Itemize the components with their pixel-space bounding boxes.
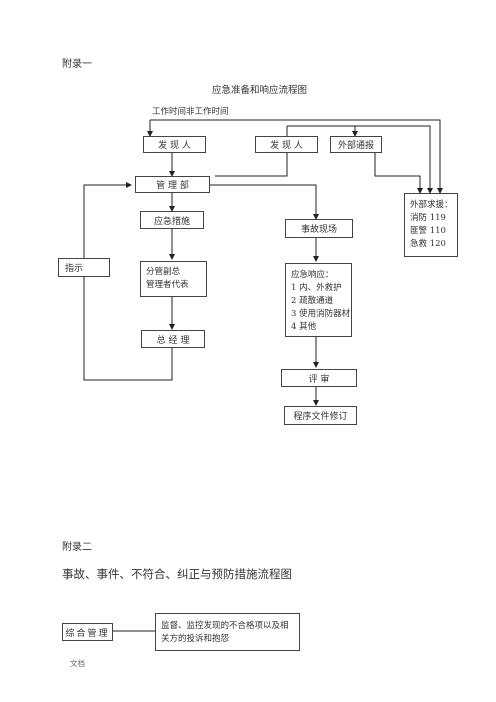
footer-text: 文档 [70, 659, 85, 668]
supervision-box: 监督、监控发现的不合格项以及相 关方的投诉和抱怨 [155, 613, 300, 651]
review-box: 评 审 [281, 369, 357, 387]
deputy-gm-line2: 管理者代表 [146, 280, 189, 290]
discoverer-right-box: 发 现 人 [255, 136, 318, 153]
instruct-box: 指示 [58, 258, 110, 277]
external-help-line: 急救 120 [410, 239, 446, 249]
discoverer-left-box: 发 现 人 [143, 136, 206, 153]
appendix2-label: 附录二 [62, 542, 92, 553]
procedure-revision-box: 程序文件修订 [284, 406, 357, 425]
emergency-response-line: 应急响应： [291, 270, 334, 280]
emergency-response-line: 4 其他 [291, 322, 317, 332]
external-help-line: 外部求援： [410, 200, 453, 210]
emergency-response-box: 应急响应： 1 内、外救护 2 疏散通道 3 使用消防器材 4 其他 [285, 263, 352, 337]
external-help-box: 外部求援： 消防 119 匪警 110 急救 120 [404, 193, 458, 257]
external-report-box: 外部通报 [330, 136, 382, 153]
supervision-line2: 关方的投诉和抱怨 [161, 634, 230, 644]
appendix1-title: 应急准备和响应流程图 [212, 85, 308, 96]
emergency-measures-box: 应急措施 [140, 211, 204, 229]
appendix1-label: 附录一 [62, 59, 92, 70]
appendix2-title: 事故、事件、不符合、纠正与预防措施流程图 [62, 567, 292, 581]
emergency-response-line: 1 内、外救护 [291, 283, 342, 293]
management-dept-box: 管 理 部 [135, 176, 210, 193]
supervision-line1: 监督、监控发现的不合格项以及相 [161, 621, 289, 631]
emergency-response-line: 3 使用消防器材 [291, 309, 351, 319]
deputy-gm-line1: 分管副总 [146, 267, 181, 277]
deputy-gm-box: 分管副总 管理者代表 [140, 261, 207, 297]
external-help-line: 匪警 110 [410, 226, 446, 236]
emergency-response-line: 2 疏散通道 [291, 296, 334, 306]
general-management-box: 综合管理 [62, 623, 113, 641]
external-help-line: 消防 119 [410, 213, 446, 223]
time-label: 工作时间非工作时间 [152, 107, 229, 117]
general-manager-box: 总 经 理 [141, 330, 205, 348]
accident-scene-box: 事故现场 [285, 219, 353, 238]
